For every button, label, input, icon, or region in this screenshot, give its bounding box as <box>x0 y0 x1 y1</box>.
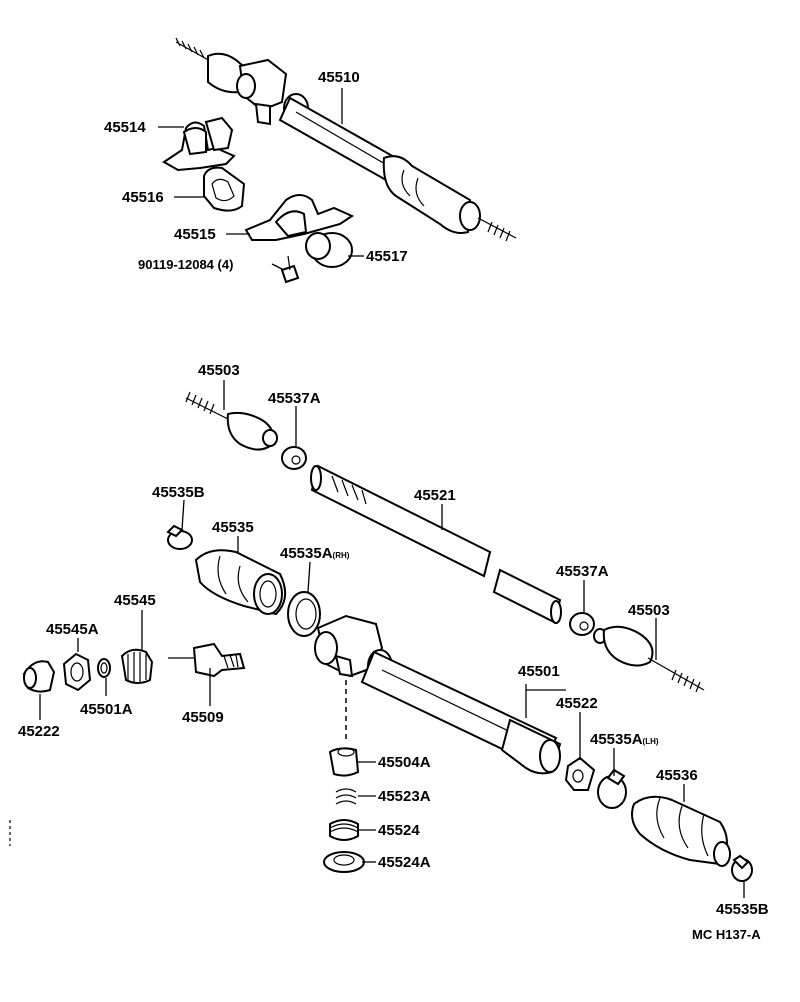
label-45524a: 45524A <box>378 854 431 871</box>
clip-rh <box>287 591 321 637</box>
label-45509: 45509 <box>182 709 224 726</box>
bearing-seal <box>120 648 154 684</box>
bracket-lh <box>162 116 236 172</box>
lock-nut <box>323 851 365 873</box>
clamp-right <box>731 854 753 882</box>
grommet-rh <box>305 232 353 268</box>
clip-lh <box>597 768 627 809</box>
label-45523a: 45523A <box>378 788 431 805</box>
rack <box>310 464 562 624</box>
washer-left <box>281 446 307 470</box>
cap <box>22 660 56 693</box>
pinion <box>168 642 246 678</box>
label-45501a: 45501A <box>80 701 133 718</box>
label-45503-right: 45503 <box>628 602 670 619</box>
label-45522: 45522 <box>556 695 598 712</box>
label-45524: 45524 <box>378 822 420 839</box>
leader-lines <box>39 88 745 898</box>
bolt <box>280 255 300 284</box>
label-45535a-rh: 45535A(RH) <box>280 545 350 562</box>
guide <box>328 747 360 777</box>
label-45545: 45545 <box>114 592 156 609</box>
spring-cap <box>329 819 359 841</box>
label-45537a-left: 45537A <box>268 390 321 407</box>
grommet-lh <box>203 166 246 212</box>
label-bolt: 90119-12084 (4) <box>138 257 234 272</box>
label-45535a-lh: 45535A(LH) <box>590 731 659 748</box>
bracket-rh <box>244 194 355 241</box>
label-45545a: 45545A <box>46 621 99 638</box>
stopper <box>564 756 596 791</box>
label-45535: 45535 <box>212 519 254 536</box>
label-45510: 45510 <box>318 69 360 86</box>
diagram-code: MC H137-A <box>692 927 761 942</box>
label-45501: 45501 <box>518 663 560 680</box>
label-45503-left: 45503 <box>198 362 240 379</box>
clamp-left <box>166 524 193 550</box>
tie-rod-end-left <box>185 391 278 451</box>
label-45504a: 45504A <box>378 754 431 771</box>
washer-right <box>569 612 595 636</box>
label-45516: 45516 <box>122 189 164 206</box>
label-45515: 45515 <box>174 226 216 243</box>
label-45537a-right: 45537A <box>556 563 609 580</box>
label-45517: 45517 <box>366 248 408 265</box>
ring <box>97 658 111 678</box>
label-45521: 45521 <box>414 487 456 504</box>
tie-rod-end-right <box>593 625 705 693</box>
spring <box>335 788 357 805</box>
label-45222: 45222 <box>18 723 60 740</box>
label-45535b-left: 45535B <box>152 484 205 501</box>
nut <box>62 652 92 692</box>
housing <box>314 614 562 775</box>
label-45514: 45514 <box>104 119 146 136</box>
label-45536: 45536 <box>656 767 698 784</box>
boot-right <box>631 795 731 867</box>
boot-left <box>194 549 287 616</box>
label-45535b-right: 45535B <box>716 901 769 918</box>
steering-gear-assembly <box>175 37 517 242</box>
